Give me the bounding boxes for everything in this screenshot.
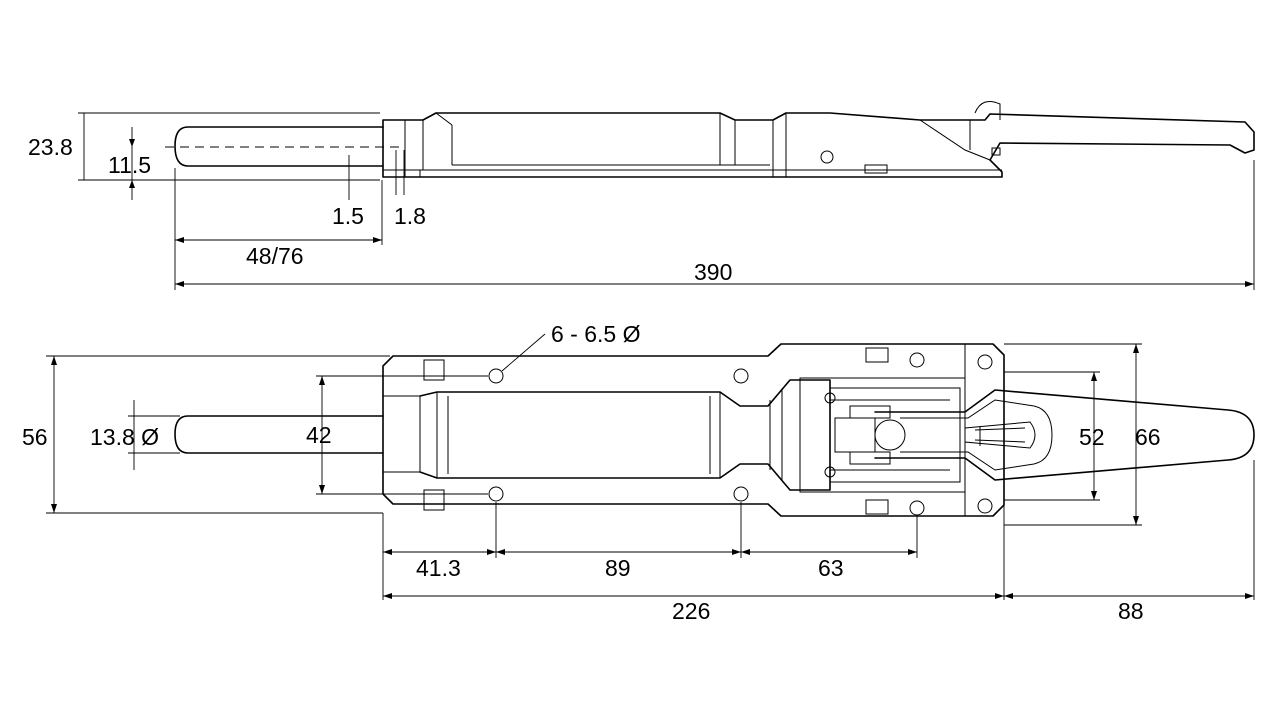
- label-hole-pitch-b: 63: [818, 555, 844, 581]
- label-side-pin-center: 11.5: [108, 152, 151, 178]
- label-base-length: 226: [672, 598, 710, 624]
- label-side-gap-a: 1.5: [332, 203, 364, 229]
- side-dimensions: [78, 112, 1255, 290]
- label-plate-height: 66: [1135, 424, 1161, 450]
- label-side-height: 23.8: [28, 134, 73, 160]
- label-handle-width: 52: [1079, 424, 1105, 450]
- label-side-gap-b: 1.8: [394, 203, 426, 229]
- top-dimensions: [46, 333, 1255, 600]
- label-hole-spacing-v: 42: [306, 422, 332, 448]
- label-top-height: 56: [22, 424, 48, 450]
- label-side-stroke: 48/76: [246, 243, 304, 269]
- label-pin-diameter: 13.8 Ø: [90, 424, 159, 450]
- dimension-labels: 23.8 11.5 1.5 1.8 48/76 390 6 - 6.5 Ø 56…: [22, 134, 1161, 624]
- side-view: [165, 101, 1255, 178]
- label-hole-pitch-a: 89: [605, 555, 631, 581]
- label-handle-length: 88: [1118, 598, 1144, 624]
- label-hole-note: 6 - 6.5 Ø: [551, 321, 641, 347]
- label-total-length: 390: [694, 259, 732, 285]
- label-hole-offset: 41.3: [416, 555, 461, 581]
